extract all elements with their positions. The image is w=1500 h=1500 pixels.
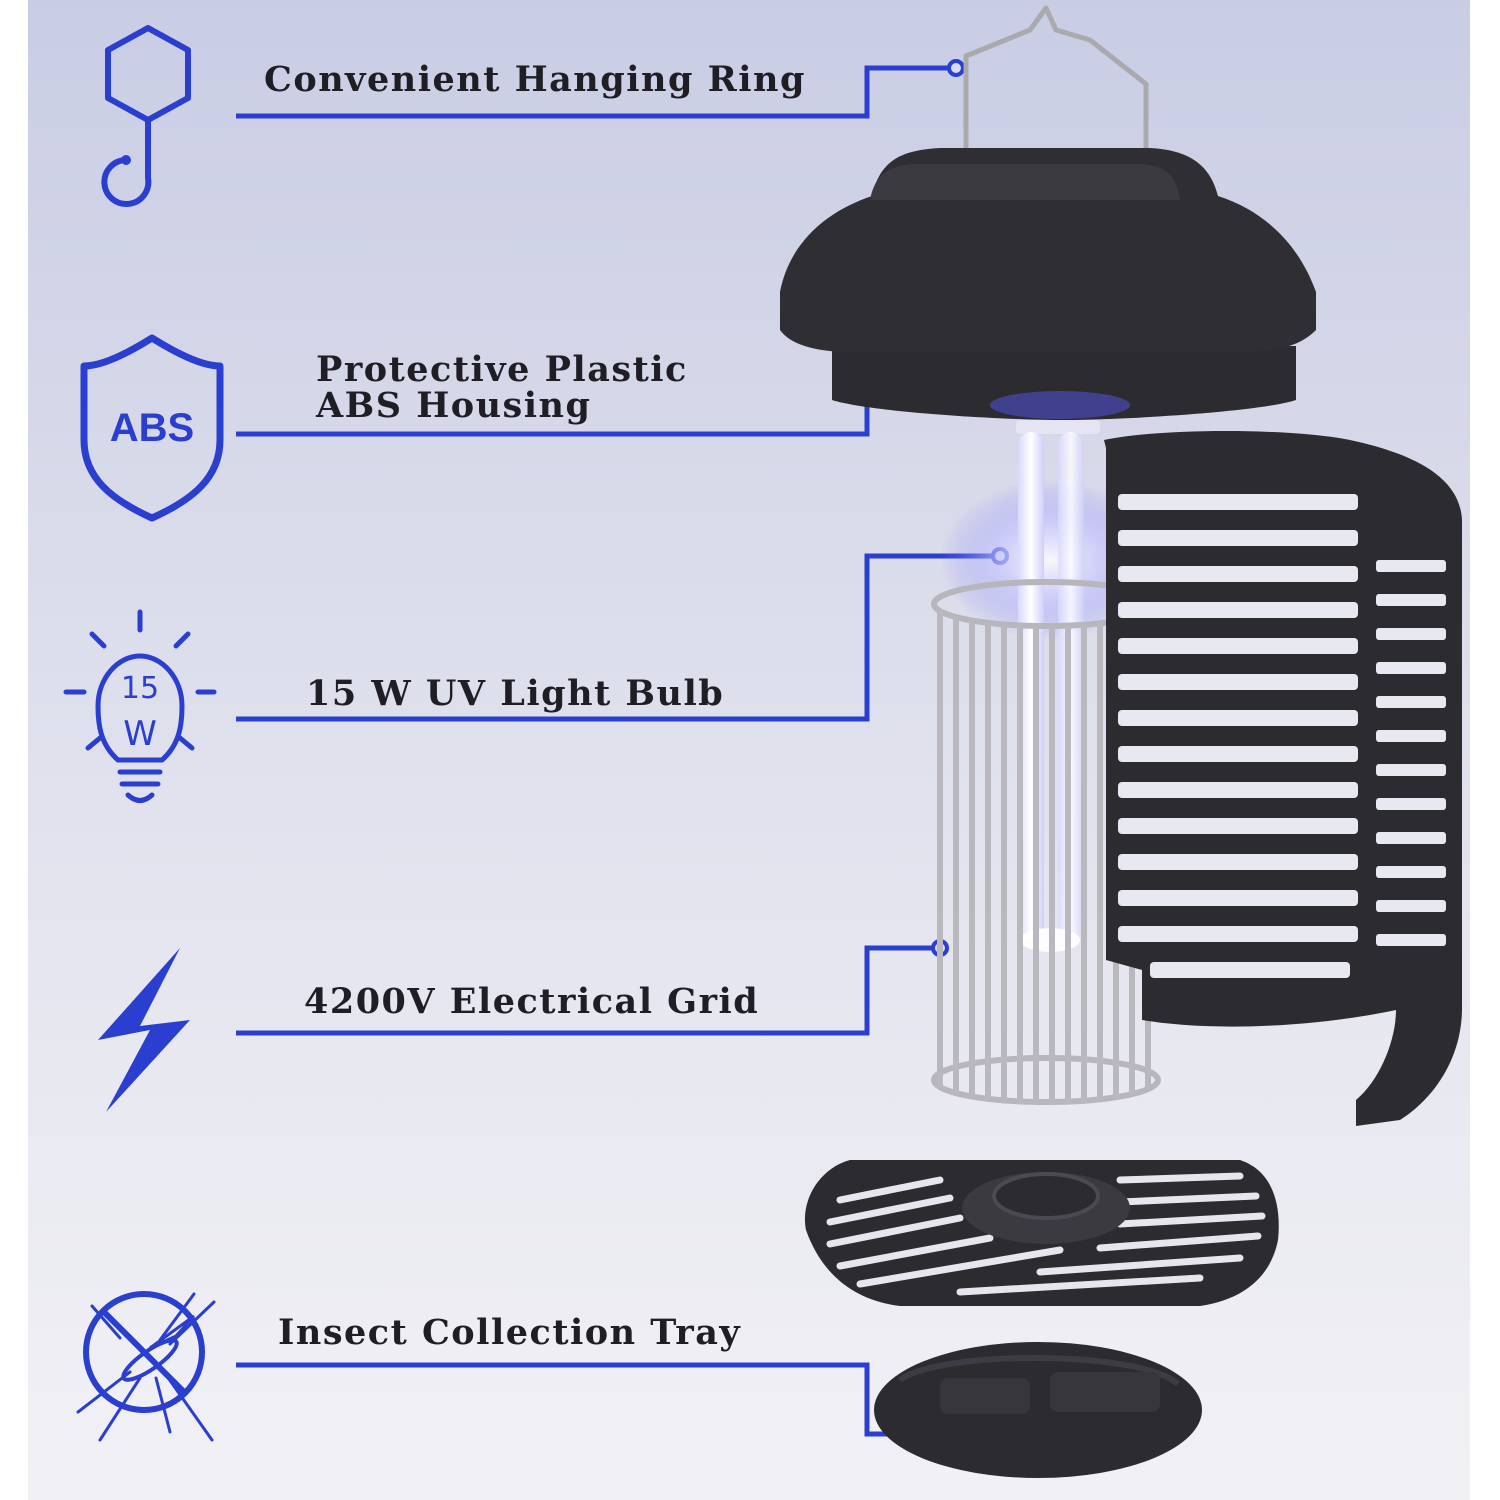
label-abs-housing-line1: Protective Plastic (316, 349, 688, 390)
connector-electrical-grid (236, 945, 934, 1036)
no-mosquito-icon (76, 1291, 216, 1442)
abs-top-housing (780, 148, 1316, 420)
bulb-wattage-number: 15 (121, 671, 159, 706)
label-collection-tray: Insect Collection Tray (278, 1312, 742, 1353)
left-margin (0, 0, 28, 1500)
connector-collection-tray (236, 1362, 900, 1437)
connector-uv-bulb (236, 553, 994, 722)
light-bulb-icon: 15 W (63, 609, 217, 803)
hanging-wire (963, 5, 1149, 206)
insect-grate-plate (804, 1160, 1279, 1306)
label-uv-bulb: 15 W UV Light Bulb (306, 673, 725, 714)
hook-icon (101, 25, 191, 207)
bulb-wattage-unit: W (123, 714, 157, 754)
lightning-bolt-icon (98, 948, 190, 1112)
insect-collection-tray (874, 1342, 1202, 1478)
abs-shield-text: ABS (110, 406, 194, 450)
label-abs-housing: Protective Plastic ABS Housing (316, 352, 688, 424)
label-abs-housing-line2: ABS Housing (316, 385, 592, 426)
abs-shield-icon: ABS (80, 334, 224, 522)
connector-hanging-ring (236, 65, 950, 119)
label-hanging-ring: Convenient Hanging Ring (264, 59, 806, 100)
outer-protective-cage (1104, 431, 1462, 1126)
label-electrical-grid: 4200V Electrical Grid (304, 981, 760, 1022)
right-margin (1470, 0, 1500, 1500)
